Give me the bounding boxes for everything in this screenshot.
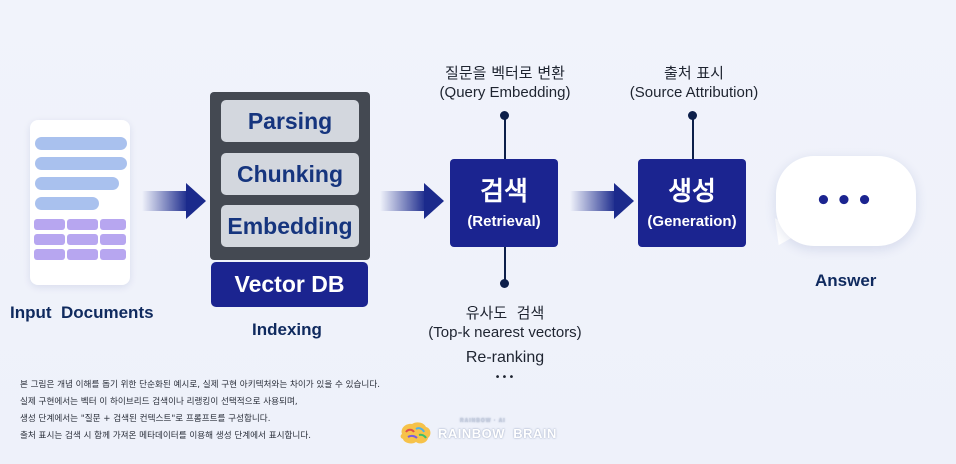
reranking-label: Re-ranking bbox=[465, 349, 545, 366]
flow-arrow bbox=[380, 183, 444, 219]
footnote-line: 생성 단계에서는 "질문 + 검색된 컨텍스트"로 프롬프트를 구성합니다. bbox=[20, 414, 271, 424]
indexing-pipeline-box: Parsing Chunking Embedding bbox=[210, 92, 370, 260]
generation-box: 생성 (Generation) bbox=[638, 159, 746, 247]
speech-bubble-icon: ••• bbox=[776, 156, 916, 246]
retrieval-ko: 검색 bbox=[480, 176, 528, 207]
doc-table-cell bbox=[100, 219, 126, 230]
embedding-step: Embedding bbox=[221, 205, 359, 247]
doc-table-cell bbox=[34, 249, 65, 260]
flow-arrow bbox=[142, 183, 206, 219]
chunking-step: Chunking bbox=[221, 153, 359, 195]
doc-text-line bbox=[35, 197, 99, 210]
similarity-search-caption: 유사도 검색 (Top-k nearest vectors) bbox=[400, 304, 610, 342]
logo-text: RAINBOW BRAIN bbox=[438, 425, 557, 441]
doc-text-line bbox=[35, 137, 127, 150]
brain-logo-icon bbox=[400, 422, 431, 444]
footnote-line: 출처 표시는 검색 시 함께 가져온 메타데이터를 이용해 생성 단계에서 표시… bbox=[20, 431, 311, 441]
query-embedding-en: (Query Embedding) bbox=[439, 84, 571, 101]
retrieval-box: 검색 (Retrieval) bbox=[450, 159, 558, 247]
doc-table-cell bbox=[100, 234, 126, 245]
indexing-label: Indexing bbox=[252, 320, 322, 339]
source-attribution-caption: 출처 표시 (Source Attribution) bbox=[594, 64, 794, 102]
connector-dot bbox=[688, 111, 697, 120]
connector-line bbox=[692, 115, 694, 160]
retrieval-en: (Retrieval) bbox=[467, 212, 541, 230]
generation-ko: 생성 bbox=[668, 176, 716, 207]
similarity-search-ko: 유사도 검색 bbox=[465, 304, 545, 322]
query-embedding-caption: 질문을 벡터로 변환 (Query Embedding) bbox=[405, 64, 605, 102]
doc-table-cell bbox=[67, 219, 98, 230]
footnote-line: 실제 구현에서는 벡터 이 하이브리드 검색이나 리랭킹이 선택적으로 사용되며… bbox=[20, 397, 298, 407]
doc-text-line bbox=[35, 157, 127, 170]
rainbow-brain-logo: RAINBOW · AI RAINBOW BRAIN bbox=[398, 418, 557, 448]
document-icon bbox=[30, 120, 130, 285]
doc-text-line bbox=[35, 177, 119, 190]
doc-table-cell bbox=[34, 219, 65, 230]
ellipsis-icon: ••• bbox=[494, 372, 516, 383]
connector-line bbox=[504, 115, 506, 160]
parsing-step: Parsing bbox=[221, 100, 359, 142]
footnotes: 본 그림은 개념 이해를 돕기 위한 단순화된 예시로, 실제 구현 아키텍처와… bbox=[20, 377, 400, 445]
query-embedding-ko: 질문을 벡터로 변환 bbox=[445, 64, 565, 82]
source-attribution-ko: 출처 표시 bbox=[664, 64, 724, 82]
doc-table-cell bbox=[67, 234, 98, 245]
connector-dot bbox=[500, 279, 509, 288]
flow-arrow bbox=[570, 183, 634, 219]
doc-table-cell bbox=[67, 249, 98, 260]
bubble-ellipsis: ••• bbox=[815, 186, 877, 216]
connector-line bbox=[504, 247, 506, 283]
input-documents-label: Input Documents bbox=[10, 303, 154, 322]
generation-en: (Generation) bbox=[647, 212, 737, 230]
doc-table-cell bbox=[34, 234, 65, 245]
footnote-line: 본 그림은 개념 이해를 돕기 위한 단순화된 예시로, 실제 구현 아키텍처와… bbox=[20, 380, 380, 390]
logo-subtext: RAINBOW · AI bbox=[460, 417, 506, 424]
vector-db-box: Vector DB bbox=[211, 262, 368, 307]
answer-label: Answer bbox=[815, 271, 877, 290]
similarity-search-en: (Top-k nearest vectors) bbox=[428, 324, 582, 341]
connector-dot bbox=[500, 111, 509, 120]
source-attribution-en: (Source Attribution) bbox=[629, 84, 759, 101]
doc-table-cell bbox=[100, 249, 126, 260]
